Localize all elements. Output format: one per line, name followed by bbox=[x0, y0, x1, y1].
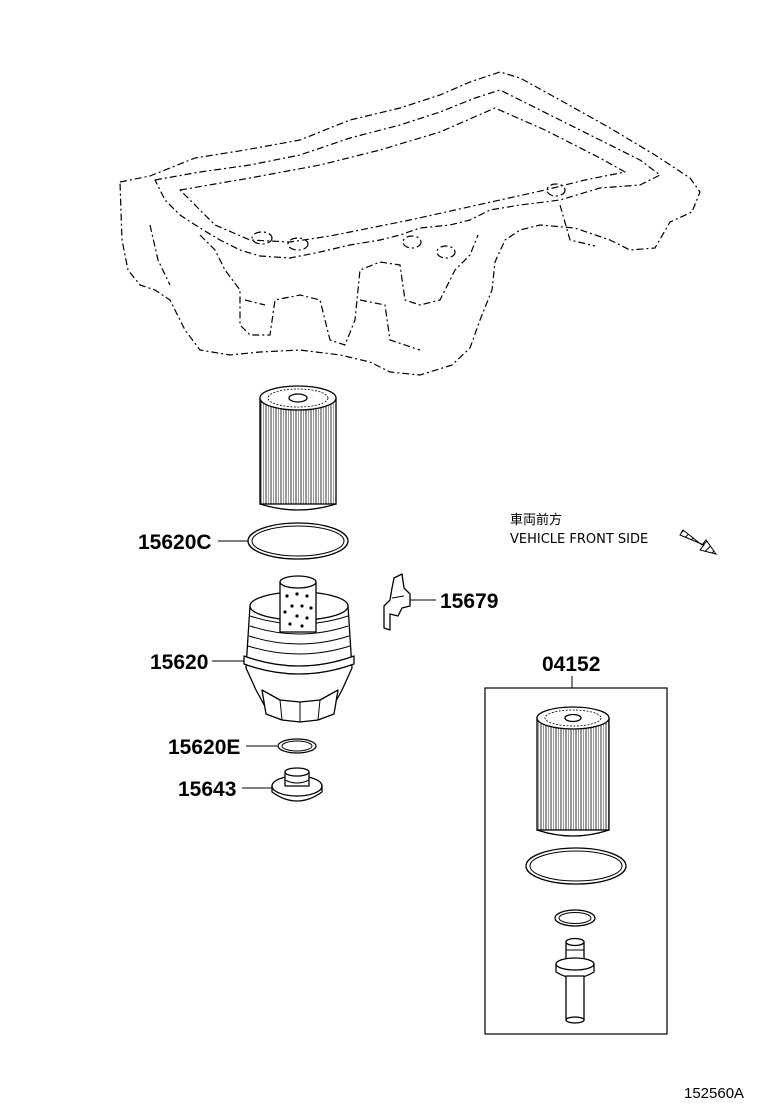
vehicle-front-arrow-icon bbox=[679, 529, 718, 555]
kit-drain-fitting bbox=[555, 937, 595, 1024]
oil-filter-element bbox=[259, 385, 337, 511]
part-15620c-o-ring bbox=[247, 522, 349, 560]
kit-small-o-ring bbox=[554, 909, 596, 927]
note-vehicle-front-jp: 車両前方 bbox=[510, 512, 562, 528]
kit-04152-box bbox=[484, 687, 668, 1035]
callout-15620c: 15620C bbox=[138, 531, 212, 554]
part-15620-filter-cap bbox=[243, 575, 355, 723]
oil-pan-outline bbox=[119, 71, 701, 376]
part-15643-drain-plug bbox=[271, 767, 323, 802]
kit-filter-element bbox=[536, 706, 610, 837]
callout-15620e: 15620E bbox=[168, 736, 240, 759]
callout-15620: 15620 bbox=[150, 651, 208, 674]
note-vehicle-front-en: VEHICLE FRONT SIDE bbox=[510, 532, 648, 547]
figure-number: 152560A bbox=[684, 1085, 744, 1102]
callout-04152: 04152 bbox=[542, 653, 600, 676]
callout-15679: 15679 bbox=[440, 590, 498, 613]
kit-large-o-ring bbox=[525, 847, 627, 885]
part-15679-clip bbox=[383, 573, 411, 631]
callout-15643: 15643 bbox=[178, 778, 236, 801]
part-15620e-o-ring bbox=[277, 738, 317, 754]
